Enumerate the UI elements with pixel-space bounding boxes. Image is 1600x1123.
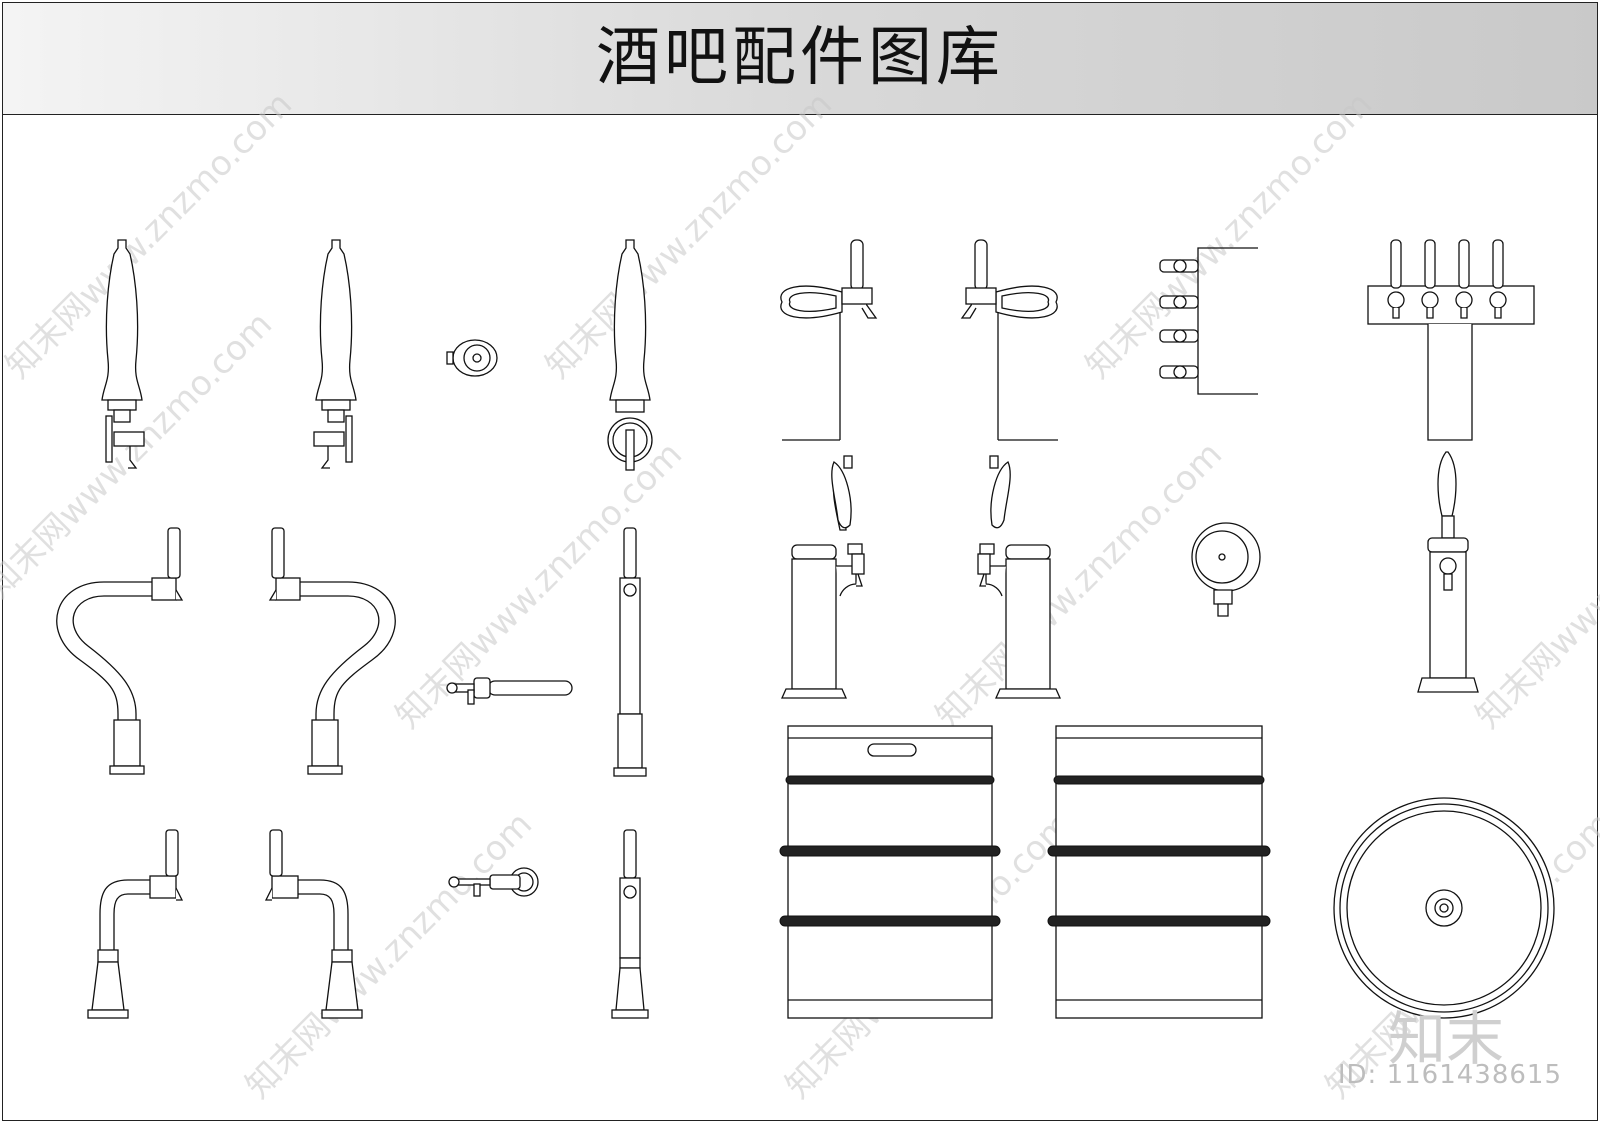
watermark-text: 知末网www.znzmo.com xyxy=(1078,84,1380,386)
gooseneck-tap-right xyxy=(264,829,363,1019)
single-tap-tower xyxy=(1417,451,1479,693)
beer-keg-front-left xyxy=(779,725,1001,1019)
gooseneck-tap-left xyxy=(87,829,184,1019)
watermark-brand: 知末 xyxy=(1387,1005,1504,1073)
pear-tap-stand-left xyxy=(780,239,878,441)
beer-pump-handle-2 xyxy=(313,239,357,469)
watermark-text: 知末网www.znzmo.com xyxy=(538,84,840,386)
tap-top-view-large xyxy=(1191,522,1261,617)
pump-column-tower-right xyxy=(977,455,1062,699)
watermark-id: ID: 1161438615 xyxy=(1337,1060,1562,1090)
straight-tap-column xyxy=(613,527,647,777)
beer-keg-front-right xyxy=(1047,725,1271,1019)
curved-tap-pipe-right xyxy=(268,527,396,775)
straight-tap-short xyxy=(611,829,649,1019)
page-title: 酒吧配件图库 xyxy=(596,21,1004,95)
curved-tap-pipe-left xyxy=(56,527,184,775)
wall-tap-bracket xyxy=(1159,247,1258,395)
watermark-text: 知末网www.znzmo.com xyxy=(928,434,1230,736)
beer-keg-top-view xyxy=(1333,797,1555,1019)
beer-pump-handle-3 xyxy=(607,239,653,471)
title-bar: 酒吧配件图库 xyxy=(3,3,1597,115)
watermark-text: 知末网www.znzmo.com xyxy=(1468,434,1600,736)
pear-tap-stand-right xyxy=(960,239,1058,441)
tap-top-view-small xyxy=(446,339,498,377)
beer-pump-handle-1 xyxy=(101,239,145,469)
pump-column-tower-left xyxy=(780,455,865,699)
tap-with-flange-side xyxy=(448,867,539,897)
watermark-text: 知末网www.znzmo.com xyxy=(238,804,540,1106)
four-tap-tower xyxy=(1367,239,1535,441)
horizontal-tap-side xyxy=(446,677,573,705)
